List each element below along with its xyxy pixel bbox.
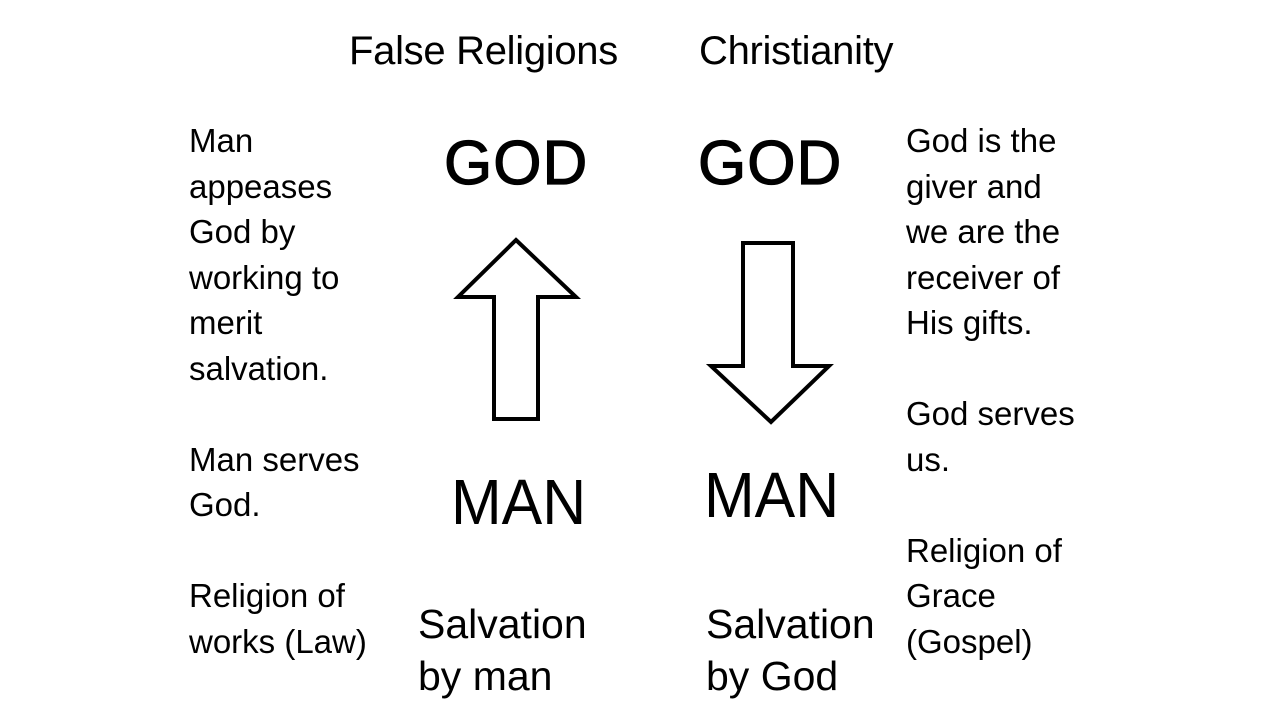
false-religions-god-label: GOD (443, 129, 589, 198)
description-line: merit (189, 304, 263, 341)
header-false-religions: False Religions (349, 29, 618, 73)
serves-line: Man serves (189, 440, 360, 478)
salvation-by-man: Salvation by man (418, 598, 587, 702)
christianity-god-label: GOD (697, 129, 843, 198)
false-religions-man-label: MAN (451, 466, 587, 538)
description-line: salvation. (189, 349, 329, 387)
arrow-down-icon (705, 241, 834, 425)
description-line: Man (189, 122, 254, 159)
description-line: God is the (906, 122, 1057, 159)
false-religions-description: Man appeases God by working to merit sal… (189, 118, 367, 664)
description-line: receiver of (906, 258, 1061, 296)
description-line: giver and (906, 167, 1042, 205)
serves-line: God serves (906, 395, 1075, 432)
arrow-up-icon (453, 237, 582, 421)
religion-line: (Gospel) (906, 622, 1033, 660)
religion-line: works (Law) (189, 622, 367, 660)
christianity-man-label: MAN (704, 459, 840, 531)
christianity-description: God is the giver and we are the receiver… (906, 118, 1075, 664)
description-line: God by (189, 213, 296, 250)
description-line: we are the (906, 213, 1061, 250)
salvation-by-god: Salvation by God (706, 598, 875, 702)
header-christianity: Christianity (699, 29, 894, 73)
description-line: His gifts. (906, 304, 1033, 341)
religion-line: Religion of (189, 577, 345, 614)
religion-line: Grace (906, 577, 996, 614)
description-line: working to (189, 258, 340, 296)
salvation-line: Salvation (706, 601, 875, 647)
salvation-line: by God (706, 653, 839, 699)
serves-line: God. (189, 486, 261, 523)
religion-line: Religion of (906, 531, 1062, 569)
salvation-line: by man (418, 653, 553, 699)
description-line: appeases (189, 167, 333, 205)
serves-line: us. (906, 440, 951, 478)
salvation-line: Salvation (418, 601, 587, 647)
